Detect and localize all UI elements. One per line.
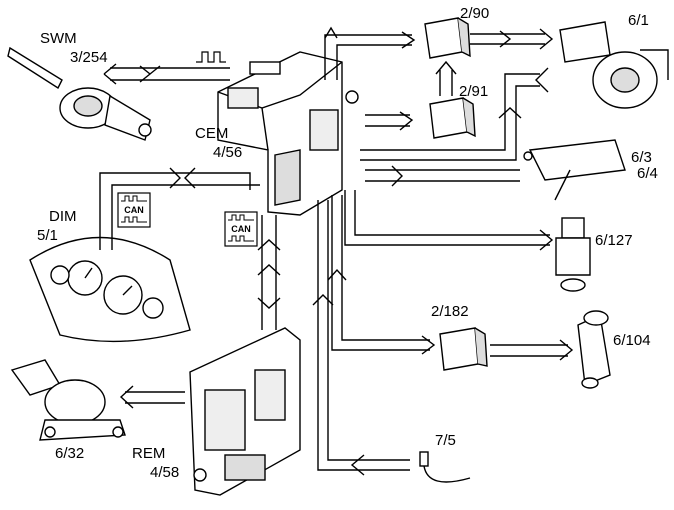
relay-2-91 xyxy=(429,97,476,139)
relay-2-182 xyxy=(439,327,488,371)
label-rear-wiper: 6/32 xyxy=(55,445,84,462)
label-front-wiper: 6/1 xyxy=(628,12,649,29)
label-washer-a: 6/3 xyxy=(631,149,652,166)
label-rem-name: REM xyxy=(132,445,165,462)
connection-lines xyxy=(99,26,574,476)
label-dim-code: 5/1 xyxy=(37,227,58,244)
label-motor-6-104: 6/104 xyxy=(613,332,651,349)
can-badge-dim: CAN xyxy=(117,192,151,228)
label-rem-code: 4/58 xyxy=(150,464,179,481)
label-swm-name: SWM xyxy=(40,30,77,47)
washer-bracket xyxy=(523,139,626,201)
label-pump-6-127: 6/127 xyxy=(595,232,633,249)
rem-module xyxy=(189,327,301,496)
label-swm-code: 3/254 xyxy=(70,49,108,66)
label-dim-name: DIM xyxy=(49,208,77,225)
front-wiper-motor xyxy=(559,21,669,109)
can-badge-rem: CAN xyxy=(224,211,258,247)
can-label-dim: CAN xyxy=(124,205,144,215)
cem-unit xyxy=(217,51,359,216)
label-relay-2-90: 2/90 xyxy=(460,5,489,22)
rear-wiper-motor xyxy=(10,359,126,441)
swm-stalk-unit xyxy=(7,46,152,141)
can-label-rem: CAN xyxy=(231,224,251,234)
label-relay-2-91: 2/91 xyxy=(459,83,488,100)
relay-2-90 xyxy=(424,17,471,59)
label-cem-code: 4/56 xyxy=(213,144,242,161)
sensor-7-5 xyxy=(419,451,471,483)
label-sensor-7-5: 7/5 xyxy=(435,432,456,449)
label-cem-name: CEM xyxy=(195,125,228,142)
dim-instrument-cluster xyxy=(29,236,191,343)
motor-6-104 xyxy=(577,310,611,389)
pump-6-127 xyxy=(555,217,591,292)
label-relay-2-182: 2/182 xyxy=(431,303,469,320)
label-washer-b: 6/4 xyxy=(637,165,658,182)
